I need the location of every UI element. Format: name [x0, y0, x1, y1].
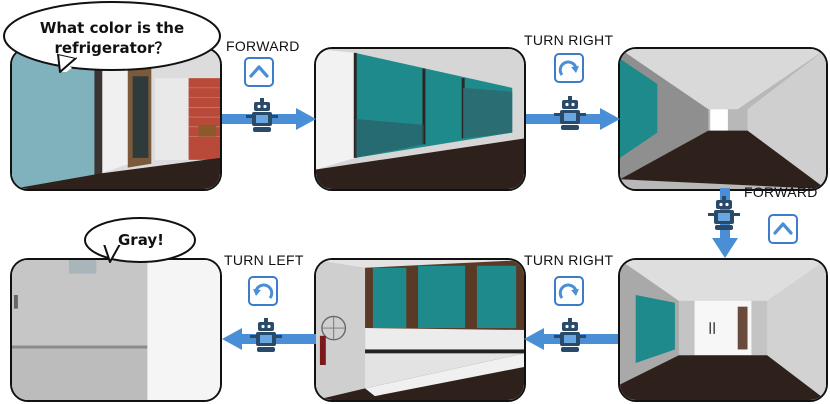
- question-bubble-tail: [56, 52, 78, 73]
- chevron-up-icon: [244, 57, 274, 87]
- view-frame-5: [314, 258, 526, 402]
- turn-right-icon: [554, 53, 584, 83]
- action-label-1: FORWARD: [226, 38, 300, 54]
- question-line-2: refrigerator？: [54, 39, 170, 57]
- robot-icon: [246, 98, 278, 132]
- answer-bubble-tail: [102, 242, 122, 263]
- action-label-5: TURN LEFT: [224, 252, 304, 268]
- arrow-left-1: [524, 328, 618, 350]
- view-frame-4: [618, 258, 828, 402]
- view-frame-3: [618, 47, 828, 191]
- robot-icon: [554, 318, 586, 352]
- robot-icon: [554, 96, 586, 130]
- turn-left-icon: [248, 276, 278, 306]
- question-text: What color is the refrigerator？: [14, 18, 210, 58]
- robot-icon: [250, 318, 282, 352]
- view-frame-1: [10, 47, 222, 191]
- action-label-2: TURN RIGHT: [524, 32, 614, 48]
- question-line-1: What color is the: [39, 19, 185, 37]
- action-label-3: FORWARD: [744, 184, 818, 200]
- action-label-4: TURN RIGHT: [524, 252, 614, 268]
- answer-text: Gray!: [118, 231, 164, 249]
- view-frame-2: [314, 47, 526, 191]
- turn-right-icon: [554, 276, 584, 306]
- view-frame-6: [10, 258, 222, 402]
- chevron-up-icon: [768, 214, 798, 244]
- arrow-left-2: [222, 328, 316, 350]
- robot-icon: [708, 196, 740, 230]
